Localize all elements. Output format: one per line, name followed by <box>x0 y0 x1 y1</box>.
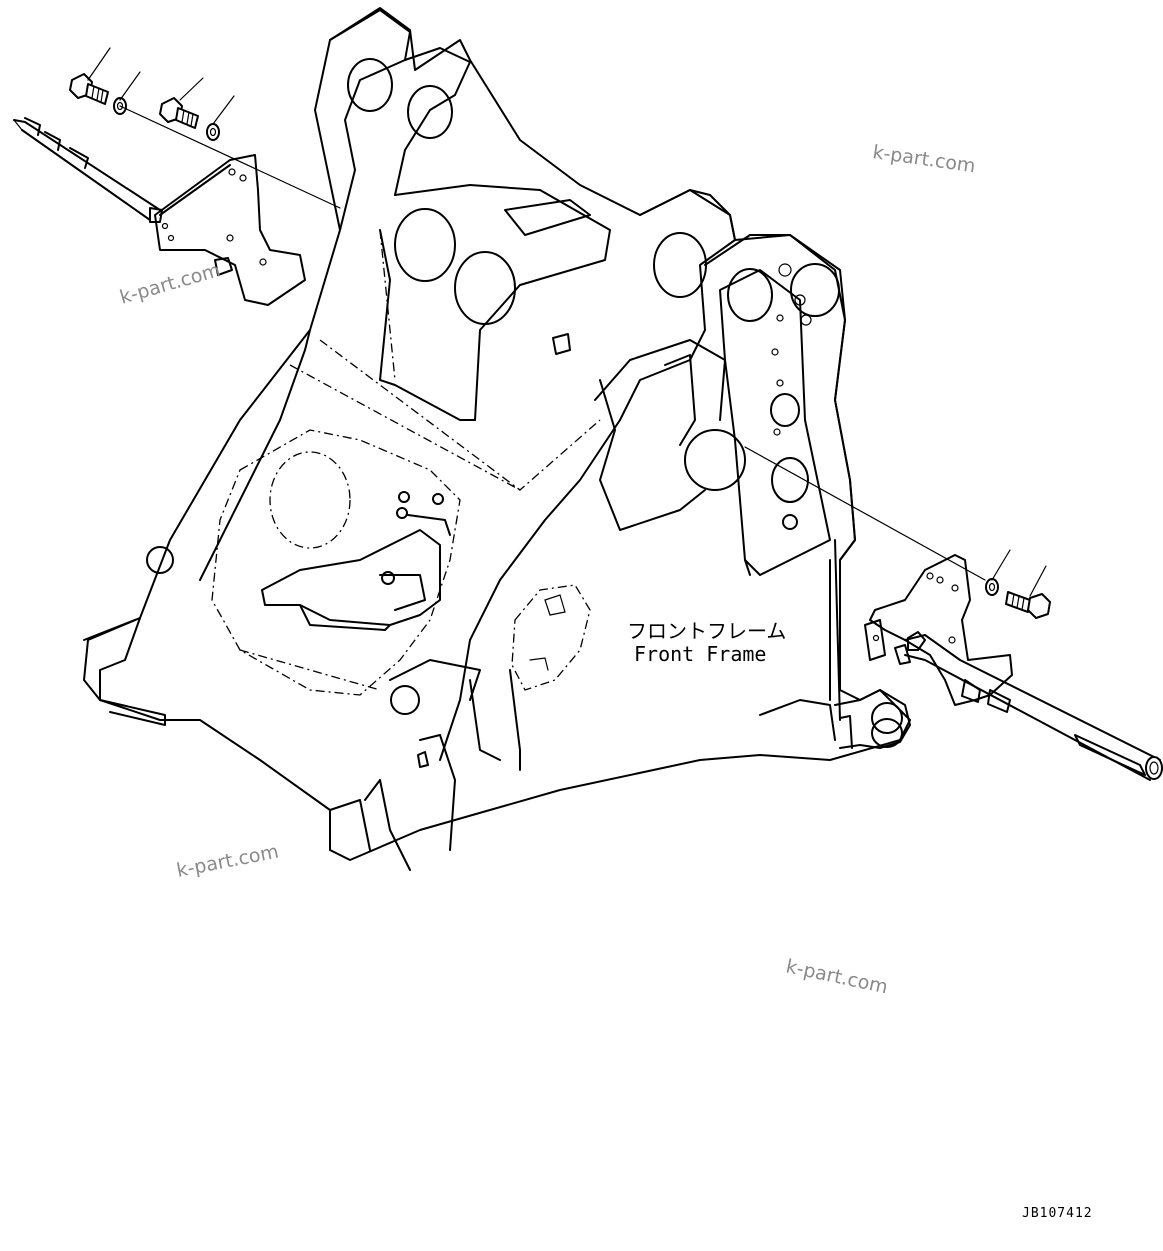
left-bolt-2 <box>159 97 199 129</box>
watermark: k-part.com <box>117 259 223 309</box>
watermark: k-part.com <box>871 141 977 177</box>
watermark: k-part.com <box>175 841 281 882</box>
left-washer-2 <box>206 123 220 141</box>
right-bolt <box>1005 591 1051 619</box>
part-name-english: Front Frame <box>634 642 766 666</box>
drawing-code: JB107412 <box>1022 1206 1093 1221</box>
left-bolt-1 <box>69 73 109 105</box>
left-leader-lines <box>87 47 341 209</box>
right-stay-rod <box>894 631 1163 781</box>
left-stay-rod <box>13 117 163 223</box>
right-leader-lines <box>744 446 1047 597</box>
right-washer <box>985 578 999 596</box>
watermark: k-part.com <box>784 955 890 998</box>
part-name-japanese: フロントフレーム <box>627 619 786 643</box>
front-frame <box>83 7 911 871</box>
right-mounting-bracket <box>864 554 1013 706</box>
left-mounting-bracket <box>154 154 306 306</box>
